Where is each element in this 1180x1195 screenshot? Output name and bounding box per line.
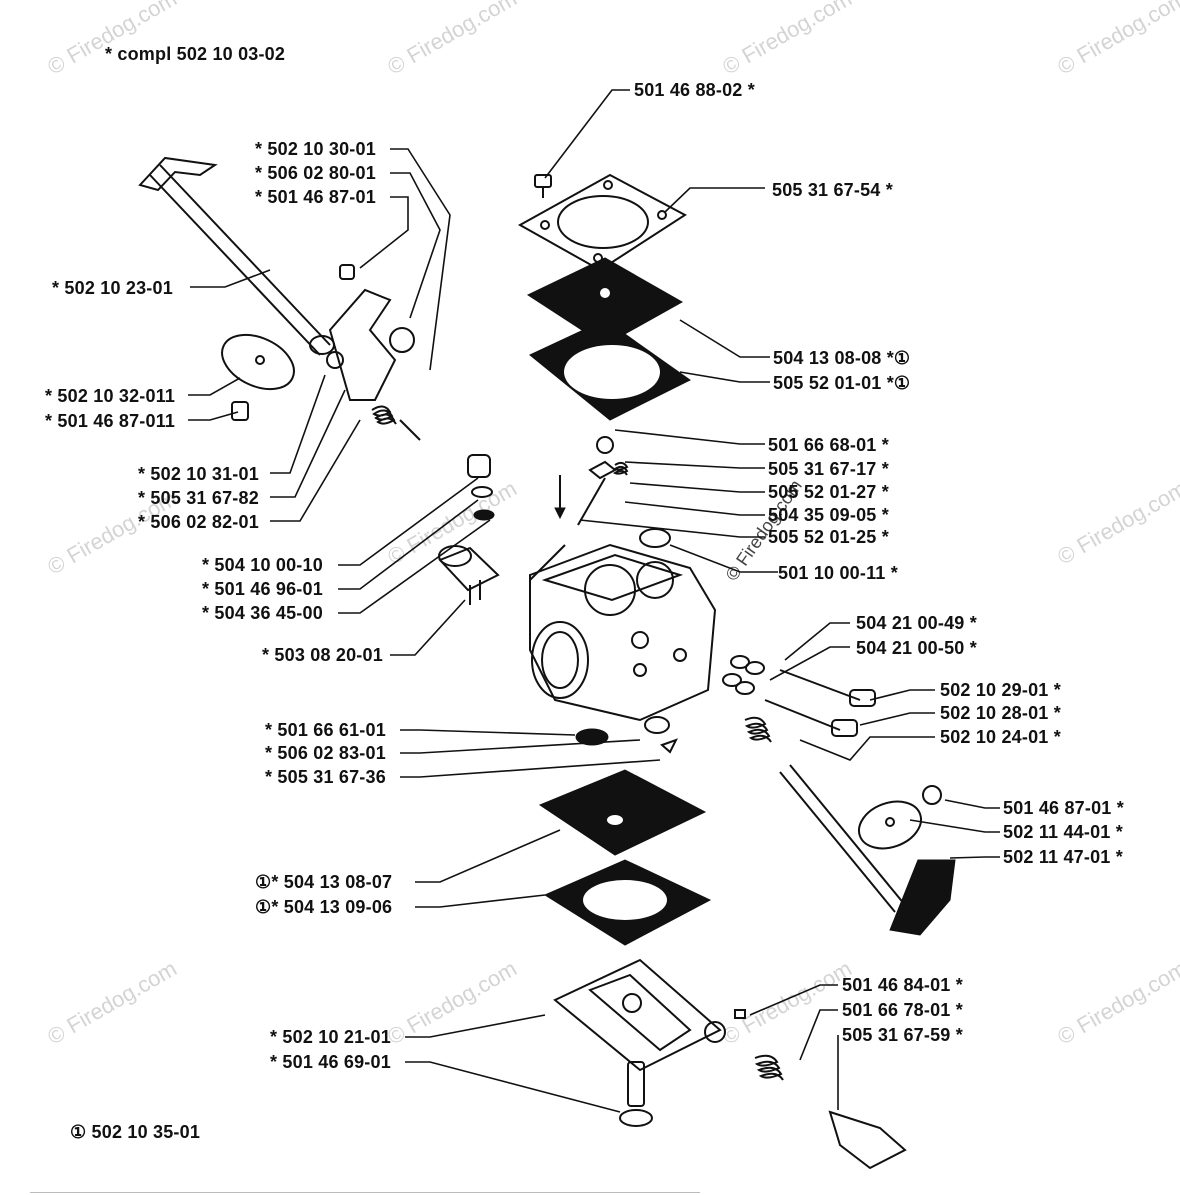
throttle-lever-shape: [328, 264, 415, 401]
part-label: 502 11 47-01 *: [1003, 847, 1123, 867]
part-label: * 501 46 69-01: [270, 1052, 391, 1072]
part-label: 502 11 44-01 *: [1003, 822, 1123, 842]
part-label: 505 52 01-27 *: [768, 482, 889, 502]
throttle-disk-shape: [221, 333, 295, 391]
screen-shape: [575, 728, 609, 746]
metering-diaphragm-shape: [538, 769, 707, 856]
part-label: * 505 31 67-82: [138, 488, 259, 508]
metering-cover-shape: [553, 958, 726, 1072]
choke-shaft-shape: [779, 764, 956, 936]
cover-screw-bottom-shape: [619, 1061, 653, 1127]
part-label: 501 46 87-01 *: [1003, 798, 1124, 818]
part-label: * 504 10 00-10: [202, 555, 323, 575]
part-label: 501 46 88-02 *: [634, 80, 755, 100]
part-label: 501 66 78-01 *: [842, 1000, 963, 1020]
seat-shape: [467, 454, 491, 478]
part-label: 501 10 00-11 *: [778, 563, 898, 583]
part-label: * 506 02 80-01: [255, 163, 376, 183]
washer-shape: [471, 486, 493, 498]
needle-valve-shape: [554, 436, 629, 526]
part-label: 502 10 24-01 *: [940, 727, 1061, 747]
part-label: * 501 66 61-01: [265, 720, 386, 740]
part-label: ①* 504 13 08-07: [255, 872, 393, 892]
part-label: 504 21 00-50 *: [856, 638, 977, 658]
part-label: ①* 504 13 09-06: [255, 897, 393, 917]
part-label: * 502 10 32-011: [45, 386, 176, 406]
washer-shape: [644, 716, 670, 734]
part-label: * 506 02 83-01: [265, 743, 386, 763]
part-label: * 504 36 45-00: [202, 603, 323, 623]
part-label: 501 66 68-01 *: [768, 435, 889, 455]
part-label: * 502 10 30-01: [255, 139, 376, 159]
idle-screw-shape: [734, 1009, 907, 1170]
part-label: 505 31 67-17 *: [768, 459, 889, 479]
part-label: 504 13 08-08 *①: [773, 348, 911, 368]
part-label: * 501 46 96-01: [202, 579, 323, 599]
throttle-shaft-shape: [138, 156, 344, 369]
part-label: * 502 10 21-01: [270, 1027, 391, 1047]
kit-reference: ① 502 10 35-01: [70, 1122, 201, 1142]
part-label: 505 52 01-25 *: [768, 527, 889, 547]
fuel-nipple-shape: [438, 545, 500, 605]
kit-note: * compl 502 10 03-02: [105, 44, 286, 64]
part-label: 504 21 00-49 *: [856, 613, 977, 633]
part-label: 501 46 84-01 *: [842, 975, 963, 995]
mixture-screws-shape: [722, 655, 876, 743]
part-label: 502 10 29-01 *: [940, 680, 1061, 700]
screw-shape: [231, 401, 249, 421]
ring-shape: [473, 509, 495, 521]
part-label: 505 31 67-59 *: [842, 1025, 963, 1045]
metering-gasket-shape: [543, 859, 712, 946]
throttle-spring-shape: [371, 405, 421, 441]
part-label: 505 31 67-54 *: [772, 180, 893, 200]
part-label: * 506 02 82-01: [138, 512, 259, 532]
divider: [30, 1192, 700, 1193]
part-label: 504 35 09-05 *: [768, 505, 889, 525]
pump-diaphragm-shape: [526, 257, 684, 346]
cover-screw-shape: [534, 174, 552, 198]
part-label: * 501 46 87-011: [45, 411, 176, 431]
part-label: * 502 10 31-01: [138, 464, 259, 484]
clip-shape: [660, 738, 679, 754]
leader-lines: [188, 89, 1000, 1113]
pump-gasket-shape: [529, 319, 691, 421]
part-label: * 503 08 20-01: [262, 645, 383, 665]
carburetor-body-shape: [529, 528, 717, 722]
part-label: 502 10 28-01 *: [940, 703, 1061, 723]
pump-cover-shape: [517, 173, 687, 272]
part-label: * 505 31 67-36: [265, 767, 386, 787]
part-label: 505 52 01-01 *①: [773, 373, 911, 393]
part-label: * 501 46 87-01: [255, 187, 376, 207]
part-label: * 502 10 23-01: [52, 278, 173, 298]
